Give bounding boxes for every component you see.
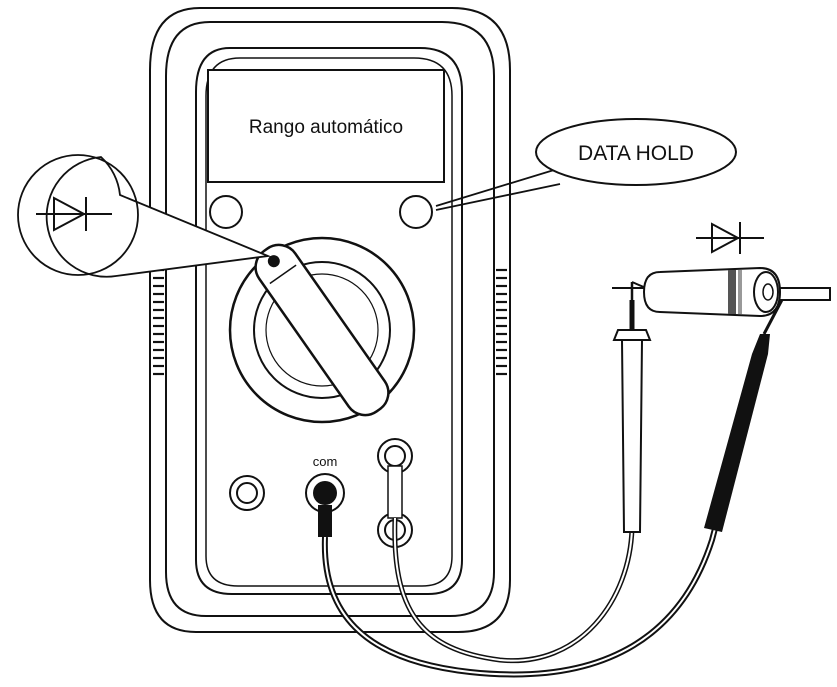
left-function-button[interactable] xyxy=(210,196,242,228)
lcd-display: Rango automático xyxy=(208,70,444,182)
input-jack-left[interactable] xyxy=(230,476,264,510)
diode-symbol-icon xyxy=(696,222,764,254)
data-hold-button[interactable] xyxy=(400,196,432,228)
com-jack-label: com xyxy=(313,454,338,469)
data-hold-label: DATA HOLD xyxy=(578,142,694,165)
display-text: Rango automático xyxy=(249,117,403,138)
rotary-selector-dial[interactable] xyxy=(230,237,414,423)
diode-component xyxy=(612,268,830,316)
